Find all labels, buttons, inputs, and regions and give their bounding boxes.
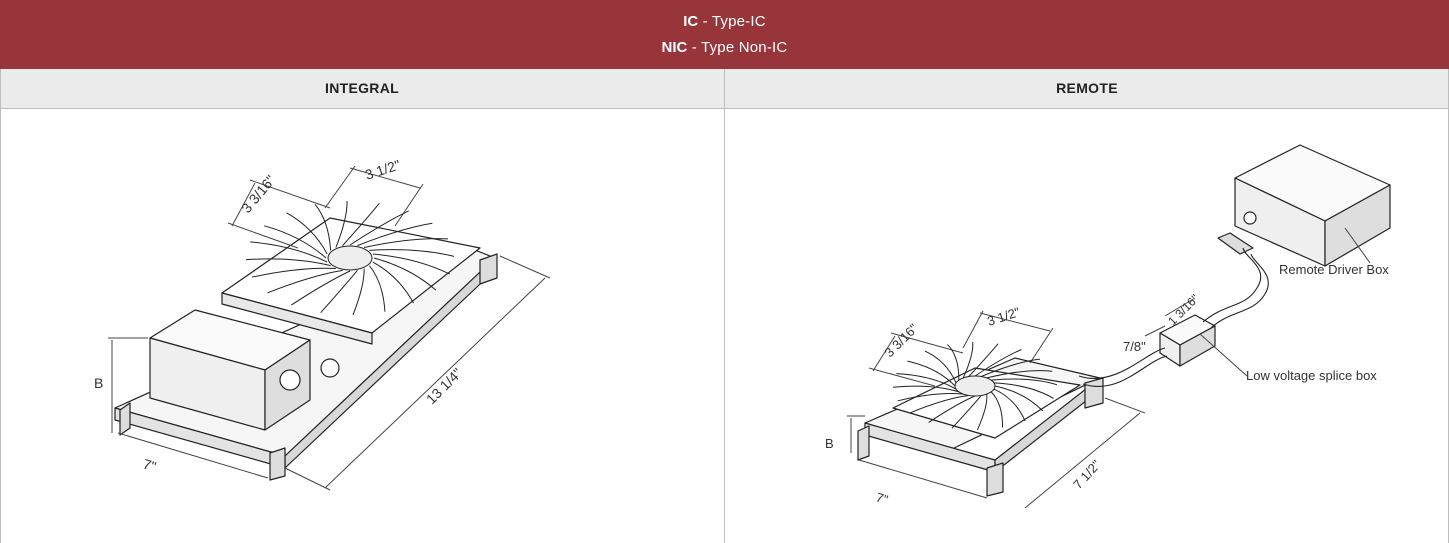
fin bbox=[342, 202, 380, 246]
fin bbox=[968, 343, 999, 377]
integral-dim-length: 13 1/4" bbox=[423, 365, 465, 407]
nic-code: NIC bbox=[661, 39, 688, 56]
remote-dim-height: B bbox=[825, 436, 834, 451]
fin bbox=[250, 241, 328, 263]
fin bbox=[267, 269, 343, 294]
remote-dim-width: 7" bbox=[874, 490, 890, 508]
fin bbox=[352, 268, 365, 316]
column-header-remote: REMOTE bbox=[725, 69, 1449, 109]
fin bbox=[335, 201, 348, 248]
fin bbox=[373, 257, 437, 291]
fin bbox=[314, 203, 332, 251]
fin bbox=[924, 350, 957, 384]
fin bbox=[246, 258, 331, 267]
remote-dim-fin-width: 3 1/2" bbox=[985, 304, 1022, 329]
fin bbox=[291, 270, 351, 306]
fin bbox=[947, 344, 960, 381]
fin bbox=[892, 385, 959, 393]
remote-dim-splice-h: 7/8" bbox=[1123, 339, 1146, 354]
heatsink-fins bbox=[892, 341, 1058, 431]
fin bbox=[896, 373, 957, 390]
fin bbox=[372, 253, 451, 275]
fin bbox=[990, 391, 1004, 428]
fin bbox=[286, 212, 328, 255]
ic-code: IC bbox=[683, 13, 699, 30]
fin bbox=[369, 265, 386, 312]
table-border-left bbox=[0, 69, 1, 543]
heatsink-fins bbox=[246, 201, 455, 316]
remote-dim-length: 7 1/2" bbox=[1070, 457, 1104, 492]
fin bbox=[991, 378, 1058, 386]
remote-label-driver: Remote Driver Box bbox=[1279, 262, 1389, 277]
fin bbox=[928, 395, 976, 423]
fin bbox=[962, 341, 974, 379]
fin bbox=[251, 267, 336, 278]
nic-desc: - Type Non-IC bbox=[687, 39, 788, 56]
integral-dim-width: 7" bbox=[141, 456, 158, 475]
fin bbox=[897, 393, 964, 402]
fin bbox=[974, 349, 1022, 377]
fin bbox=[951, 395, 982, 429]
nic-line: NIC - Type Non-IC bbox=[0, 37, 1449, 59]
fin bbox=[369, 249, 455, 257]
fin bbox=[993, 388, 1026, 422]
fin bbox=[907, 360, 956, 387]
integral-dim-height: B bbox=[94, 375, 103, 391]
fin bbox=[372, 261, 414, 304]
fin bbox=[357, 222, 433, 247]
integral-dim-fin-width: 3 1/2" bbox=[363, 156, 402, 182]
fin bbox=[993, 382, 1054, 399]
fin bbox=[909, 395, 969, 414]
column-header-integral: INTEGRAL bbox=[0, 69, 725, 109]
fin bbox=[364, 238, 448, 248]
fin bbox=[349, 210, 409, 246]
fin bbox=[320, 270, 358, 314]
fin bbox=[994, 385, 1044, 412]
header-banner: IC - Type-IC NIC - Type Non-IC bbox=[0, 0, 1449, 69]
integral-diagram: 3 3/16" 3 1/2" 13 1/4" 7" B bbox=[94, 156, 551, 491]
column-divider bbox=[724, 108, 725, 543]
fin bbox=[976, 394, 988, 431]
ic-desc: - Type-IC bbox=[698, 13, 766, 30]
remote-dim-fin-depth: 3 3/16" bbox=[882, 320, 922, 360]
remote-diagram: 3 3/16" 3 1/2" 1 3/16" 7/8" Low voltage … bbox=[825, 144, 1391, 509]
remote-label-splice: Low voltage splice box bbox=[1246, 368, 1377, 383]
fin bbox=[980, 358, 1041, 377]
integral-dim-fin-depth: 3 3/16" bbox=[238, 172, 278, 216]
fin bbox=[986, 370, 1053, 379]
fin bbox=[264, 225, 327, 259]
ic-line: IC - Type-IC bbox=[0, 11, 1449, 33]
